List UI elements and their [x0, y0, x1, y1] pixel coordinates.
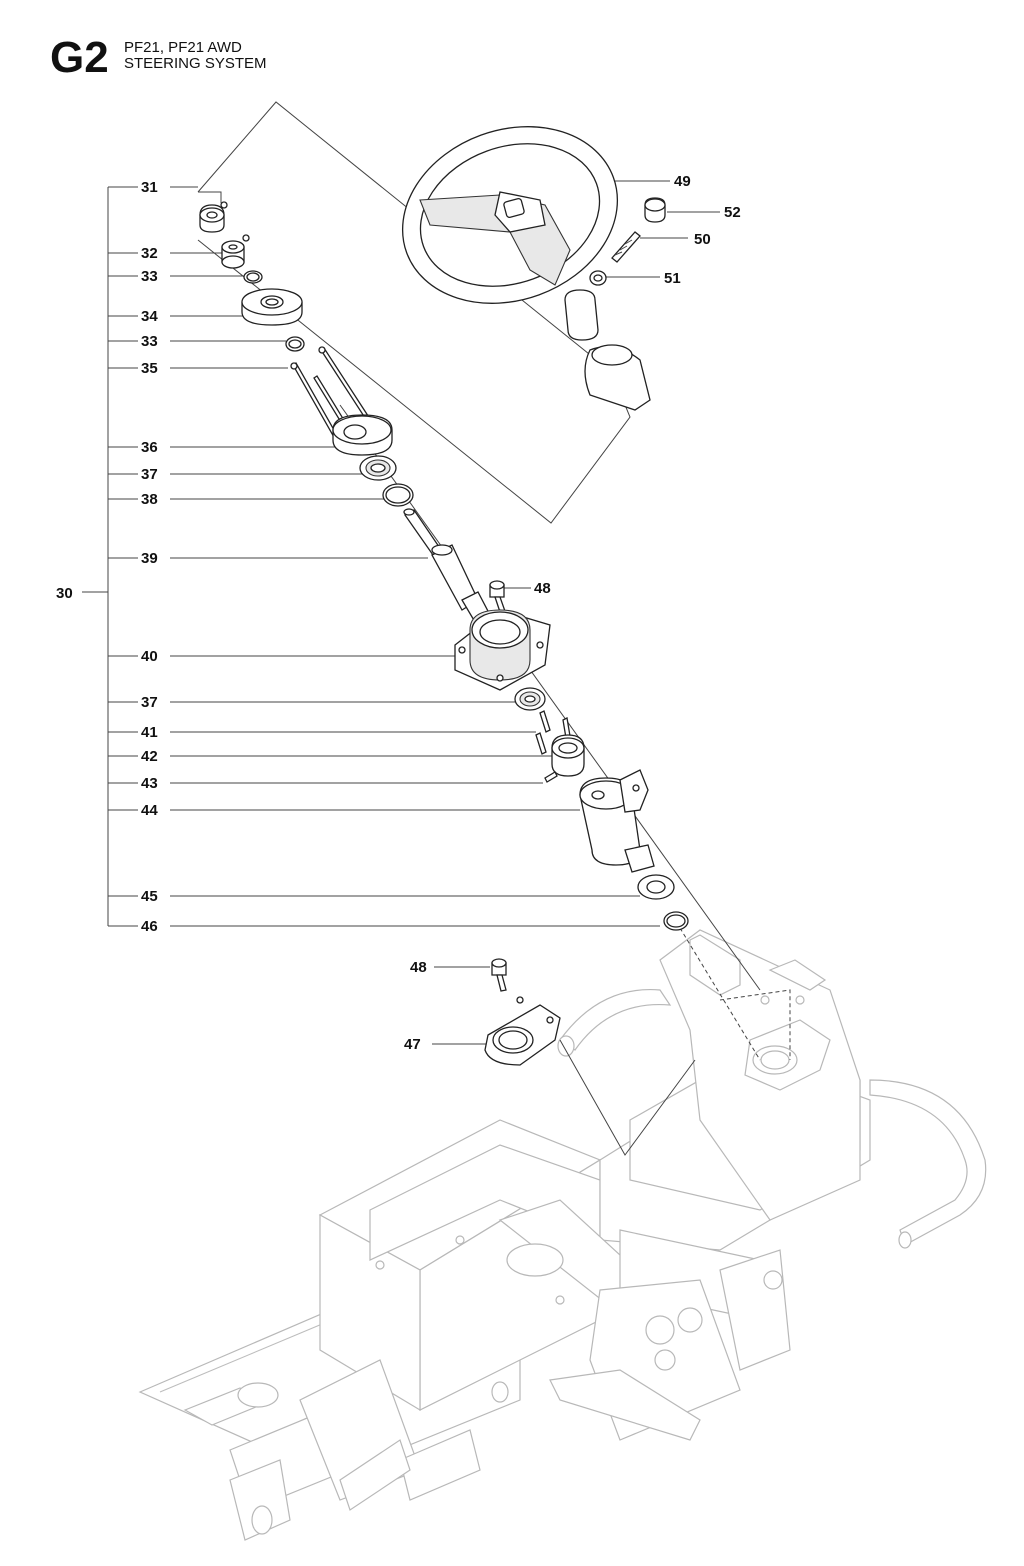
label-32: 32 — [141, 245, 158, 262]
part-48-bolt-lower — [491, 958, 507, 992]
section-titles: PF21, PF21 AWD STEERING SYSTEM — [124, 40, 267, 72]
label-41: 41 — [141, 724, 158, 741]
label-37-lower: 37 — [141, 694, 158, 711]
label-37-upper: 37 — [141, 466, 158, 483]
part-42-collar — [551, 734, 585, 777]
leader-lines — [108, 180, 720, 1045]
callout-labels: 30 31 32 33 34 33 35 36 37 38 39 40 37 4… — [56, 173, 741, 1053]
part-38-snap-ring — [382, 483, 414, 507]
label-45: 45 — [141, 888, 158, 905]
label-35: 35 — [141, 360, 158, 377]
part-47-bracket — [484, 996, 561, 1066]
label-30: 30 — [56, 585, 73, 602]
part-33-clip-lower — [285, 336, 305, 352]
part-37-bearing-lower — [514, 687, 546, 711]
part-37-bearing-upper — [359, 455, 397, 481]
label-39: 39 — [141, 550, 158, 567]
chassis-frame — [138, 929, 987, 1541]
label-38: 38 — [141, 491, 158, 508]
label-33-upper: 33 — [141, 268, 158, 285]
part-40-steering-housing — [454, 609, 551, 691]
label-52: 52 — [724, 204, 741, 221]
label-36: 36 — [141, 439, 158, 456]
part-36-housing-ring — [332, 414, 393, 456]
label-43: 43 — [141, 775, 158, 792]
model-name: PF21, PF21 AWD — [124, 39, 242, 56]
part-52-cap — [644, 197, 666, 223]
part-49-steering-wheel — [401, 126, 651, 411]
part-46-circlip — [663, 911, 689, 931]
label-50: 50 — [694, 231, 711, 248]
label-48-lower: 48 — [410, 959, 427, 976]
section-name: STEERING SYSTEM — [124, 55, 267, 72]
part-34-hub — [241, 288, 303, 326]
label-40: 40 — [141, 648, 158, 665]
group-bracket — [82, 187, 109, 926]
label-46: 46 — [141, 918, 158, 935]
part-39-shaft — [403, 508, 491, 623]
part-31-hub-cap — [199, 201, 228, 233]
label-49: 49 — [674, 173, 691, 190]
part-44-steering-unit — [579, 769, 655, 873]
part-43-pin — [544, 771, 558, 783]
label-51: 51 — [664, 270, 681, 287]
label-47: 47 — [404, 1036, 421, 1053]
label-42: 42 — [141, 748, 158, 765]
label-31: 31 — [141, 179, 158, 196]
part-32-nut — [221, 234, 250, 269]
label-34: 34 — [141, 308, 158, 325]
part-50-spring — [611, 231, 641, 263]
part-51-nut — [589, 270, 607, 286]
part-33-clip-upper — [243, 270, 263, 284]
label-44: 44 — [141, 802, 158, 819]
label-33-lower: 33 — [141, 333, 158, 350]
part-45-washer — [637, 874, 675, 900]
section-code: G2 — [50, 33, 109, 82]
label-48-upper: 48 — [534, 580, 551, 597]
